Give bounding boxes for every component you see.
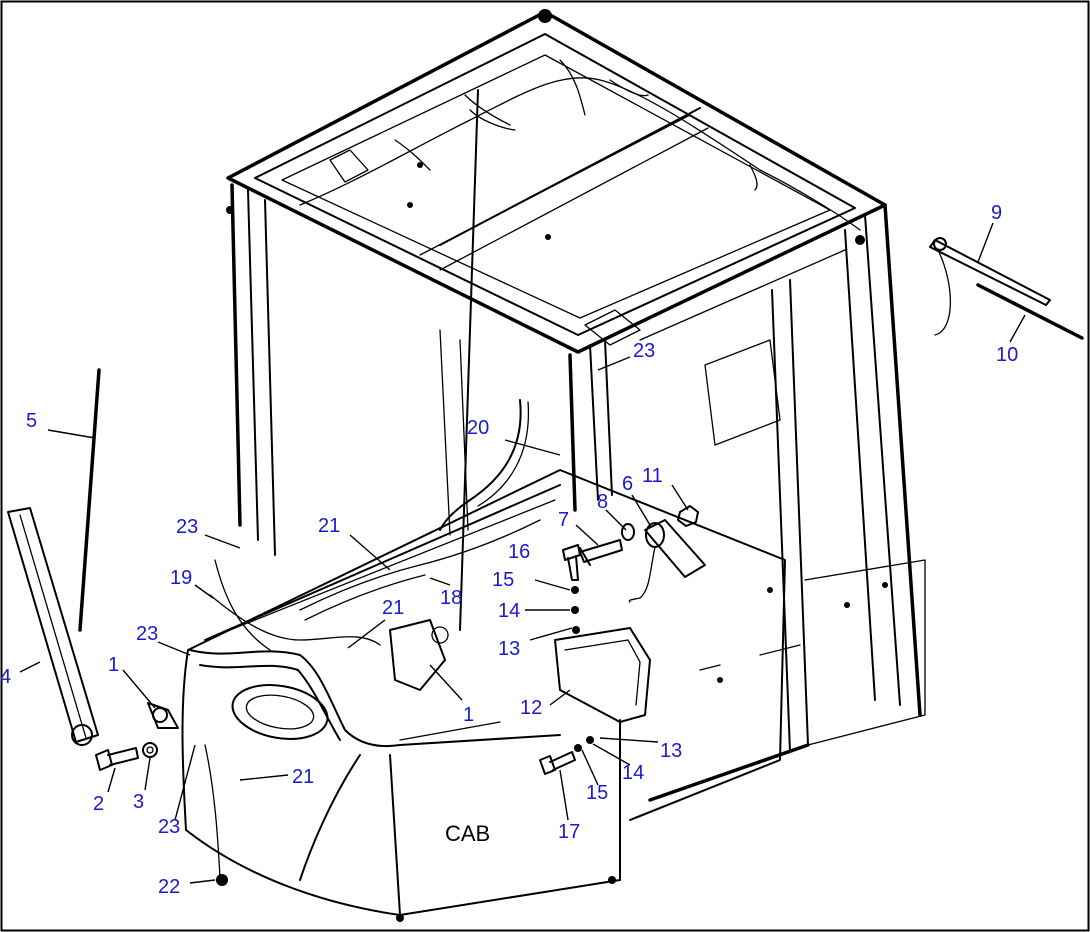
- wiper-arm-4: [7, 507, 99, 746]
- cab-front-pillars: [230, 183, 613, 556]
- callout-9: 9: [991, 202, 1002, 224]
- mounting-bolt-2: [95, 747, 139, 771]
- bolt-16: [562, 544, 581, 581]
- callout-13-upper: 13: [498, 638, 520, 660]
- callout-15-lower: 15: [586, 782, 608, 804]
- front-wiper-motor-1: [147, 702, 179, 729]
- callout-11: 11: [642, 465, 663, 487]
- washer-8: [621, 523, 635, 541]
- callout-4: 4: [0, 666, 11, 688]
- callout-8: 8: [597, 491, 608, 513]
- fasteners-13-14-15: [571, 586, 594, 752]
- rear-wiper-blade-10: [976, 283, 1084, 340]
- roof-wire-harness: [299, 59, 861, 246]
- callout-1-left: 1: [108, 654, 119, 676]
- instrument-cluster: [231, 684, 329, 740]
- callout-3: 3: [133, 791, 144, 813]
- callout-14-upper: 14: [498, 600, 520, 622]
- cab-floor-and-dash: [181, 469, 926, 922]
- callout-16: 16: [508, 541, 530, 563]
- callout-23-bottom: 23: [158, 816, 180, 838]
- callout-23-left-middle: 23: [136, 623, 158, 645]
- dashboard-console: [189, 649, 561, 748]
- cab-roof-frame: [226, 9, 887, 354]
- harness-18: [299, 519, 541, 621]
- callout-12: 12: [520, 697, 542, 719]
- wiper-blade-5: [78, 368, 101, 632]
- callout-18: 18: [440, 587, 462, 609]
- callout-labels: 5 4 9 10 23 20 11 6 8 7 16 15 14 13 12 1…: [0, 202, 1018, 898]
- callout-21-upper: 21: [318, 515, 340, 537]
- rear-wiper-motor-6: [628, 519, 706, 603]
- callout-21-lower: 21: [292, 766, 314, 788]
- callout-5: 5: [26, 410, 37, 432]
- callout-23-left-upper: 23: [176, 516, 198, 538]
- washer-hose-20: [439, 89, 530, 631]
- washer-3: [142, 742, 158, 758]
- roof-corner-bolt: [538, 9, 552, 23]
- cab-rear-pillar: [639, 203, 922, 753]
- callout-15-upper: 15: [492, 569, 514, 591]
- callout-21-middle: 21: [382, 597, 404, 619]
- callout-22: 22: [158, 876, 180, 898]
- callout-19: 19: [170, 567, 192, 589]
- callout-1-right: 1: [463, 704, 474, 726]
- callout-20: 20: [467, 417, 489, 439]
- harness-19-and-21: [209, 559, 449, 691]
- leader-lines: [19, 222, 1026, 884]
- bolt-7: [579, 539, 623, 566]
- rear-wiper-arm-9: [929, 237, 1051, 336]
- callout-7: 7: [558, 509, 569, 531]
- callout-13-lower: 13: [660, 740, 682, 762]
- callout-14-lower: 14: [622, 762, 644, 784]
- callout-17: 17: [558, 821, 580, 843]
- cover-12: [554, 627, 651, 723]
- nut-11: [677, 505, 699, 527]
- callout-6: 6: [622, 473, 633, 495]
- callout-2: 2: [93, 793, 104, 815]
- callout-10: 10: [996, 344, 1018, 366]
- bolt-17: [539, 751, 576, 775]
- callout-23-top: 23: [633, 340, 655, 362]
- cab-caption: CAB: [445, 821, 490, 846]
- ground-wire-22: [204, 744, 221, 879]
